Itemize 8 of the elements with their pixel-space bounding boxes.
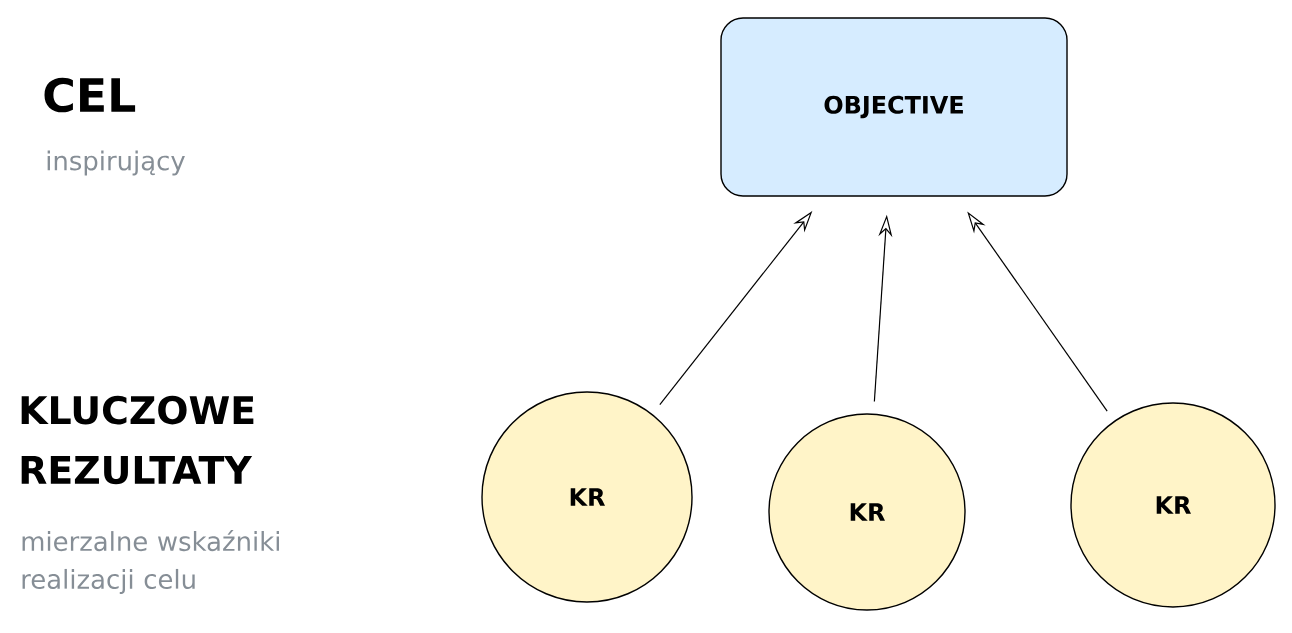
heading: CEL [44,77,136,113]
subtitle: mierzalne wskaźniki realizacji celu [22,529,279,594]
heading: KLUCZOWE REZULTATY [21,395,254,485]
subtitle: inspirujący [47,150,185,176]
circle-node: KR [1070,402,1276,608]
process-box: OBJECTIVE [720,17,1068,197]
circle-node: KR [481,391,693,603]
circle-node: KR [768,413,966,611]
